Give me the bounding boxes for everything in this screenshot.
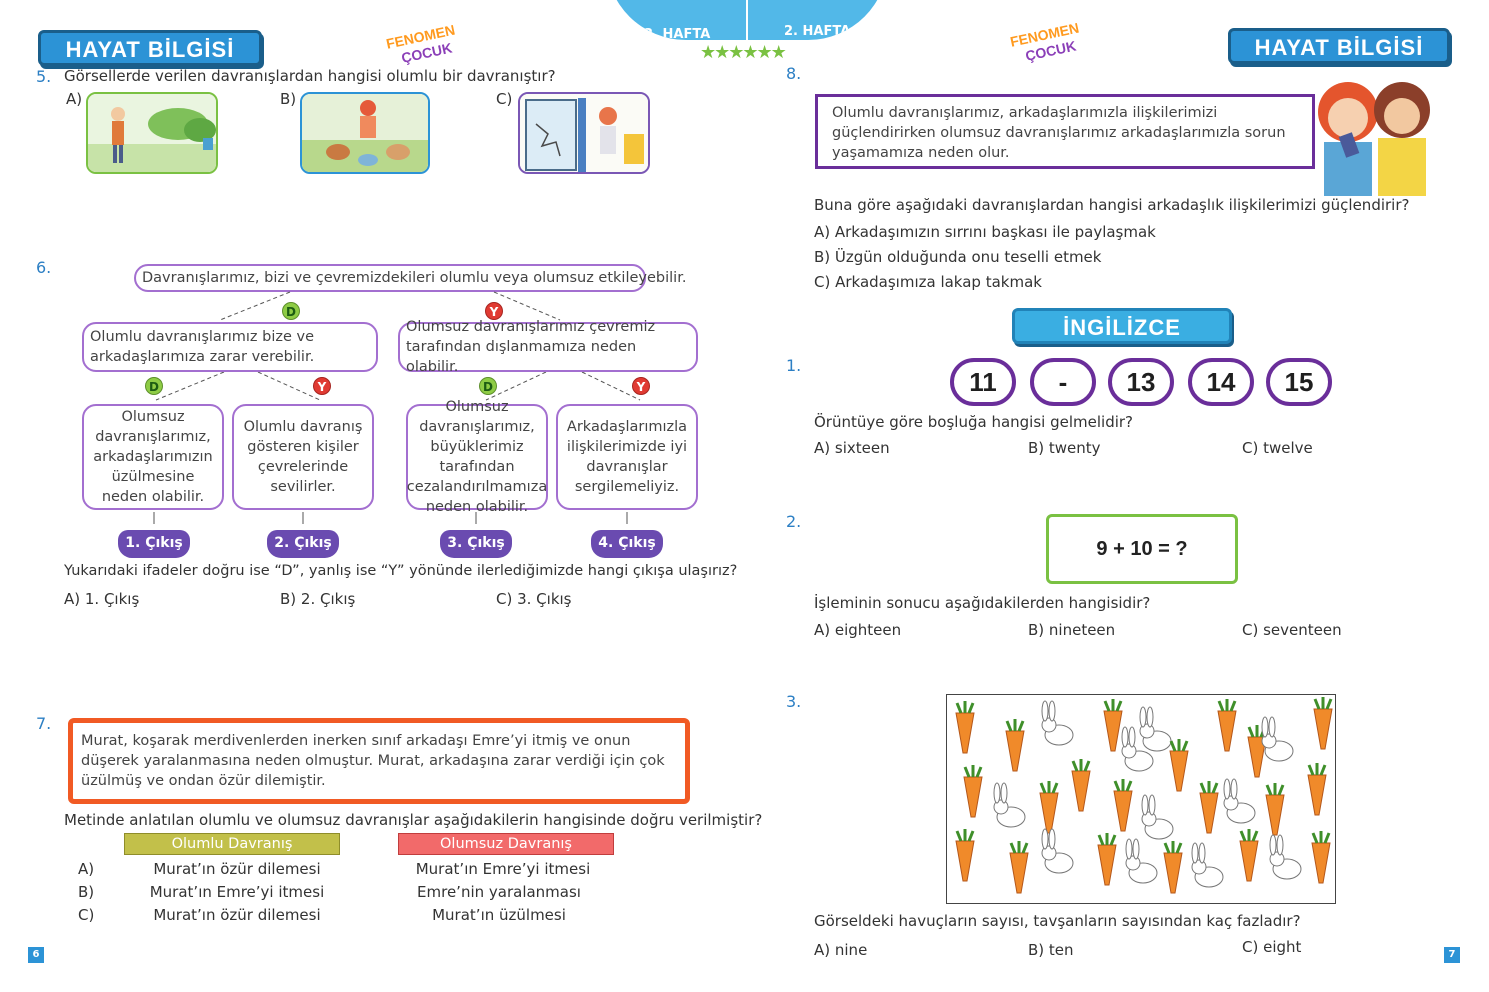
negative-cell: Murat’ın Emre’yi itmesi [415, 860, 591, 878]
positive-cell: Murat’ın Emre’yi itmesi [149, 883, 325, 901]
subject-title-right: HAYAT BİLGİSİ [1254, 35, 1424, 60]
answer-option-c[interactable]: C) eight [1242, 938, 1302, 956]
answer-option-b[interactable]: B) Üzgün olduğunda onu teselli etmek [814, 248, 1102, 266]
flow-leaf-4: Arkadaşlarımızla ilişkilerimizde iyi dav… [556, 404, 698, 510]
passage-text: Murat, koşarak merdivenlerden inerken sı… [81, 733, 665, 789]
sequence-item: 14 [1188, 358, 1254, 406]
subject-title-left: HAYAT BİLGİSİ [65, 37, 235, 62]
page-number-right: 7 [1444, 947, 1460, 963]
sequence-item: 11 [950, 358, 1016, 406]
answer-option-a[interactable]: A) eighteen [814, 621, 902, 639]
stars-decoration: ★★★★★★ [700, 42, 787, 63]
negative-cell: Emre’nin yaralanması [417, 883, 581, 901]
equation-text: 9 + 10 = ? [1096, 538, 1188, 560]
flow-leaf-2: Olumlu davranış gösteren kişiler çevrele… [232, 404, 374, 510]
column-header-label: Olumlu Davranış [171, 836, 293, 852]
question-number: 8. [786, 64, 802, 83]
english-title: İNGİLİZCE [1063, 315, 1181, 340]
question-text: Buna göre aşağıdaki davranışlardan hangi… [814, 196, 1410, 214]
animals-scene-illustration [302, 94, 428, 172]
answer-option-b[interactable]: B) nineteen [1028, 621, 1116, 639]
answer-option-a[interactable]: A) nine [814, 941, 868, 959]
flow-connectors [153, 291, 641, 524]
english-banner: İNGİLİZCE [1012, 308, 1232, 344]
row-label[interactable]: B) [78, 883, 95, 901]
question-text: İşleminin sonucu aşağıdakilerden hangisi… [814, 594, 1151, 612]
flow-leaf-3: Olumsuz davranışlarımız, büyüklerimiz ta… [406, 399, 548, 515]
row-label[interactable]: C) [78, 906, 95, 924]
exit-badge-2: 2. Çıkış [267, 530, 339, 558]
question-text: Metinde anlatılan olumlu ve olumsuz davr… [64, 811, 763, 829]
question-text: Örüntüye göre boşluğa hangisi gelmelidir… [814, 413, 1134, 431]
question-number: 3. [786, 692, 802, 711]
answer-option-b[interactable]: B) 2. Çıkış [280, 590, 356, 608]
row-label[interactable]: A) [78, 860, 95, 878]
option-label: C) [496, 90, 513, 108]
subject-banner-left: HAYAT BİLGİSİ [38, 30, 262, 66]
passage-box: Murat, koşarak merdivenlerden inerken sı… [68, 718, 690, 804]
passage-text: Olumlu davranışlarımız, arkadaşlarımızla… [832, 105, 1286, 161]
column-header-negative: Olumsuz Davranış [398, 833, 614, 855]
carrots-rabbits-image [946, 694, 1336, 904]
flow-root: Davranışlarımız, bizi ve çevremizdekiler… [134, 264, 686, 292]
positive-cell: Murat’ın özür dilemesi [153, 906, 321, 924]
answer-option-b[interactable]: B) ten [1028, 941, 1074, 959]
true-badge: D [282, 302, 300, 320]
subject-banner-right: HAYAT BİLGİSİ [1228, 28, 1450, 64]
answer-option-c[interactable]: C) Arkadaşımıza lakap takmak [814, 273, 1042, 291]
question-number: 2. [786, 512, 802, 531]
option-label: A) [66, 90, 83, 108]
question-number: 7. [36, 714, 52, 733]
carrots-rabbits-illustration [954, 695, 1334, 895]
exit-badge-4: 4. Çıkış [591, 530, 663, 558]
positive-cell: Murat’ın özür dilemesi [153, 860, 321, 878]
flow-node-right: Olumsuz davranışlarımız çevremiz tarafın… [398, 319, 698, 375]
exit-badge-1: 1. Çıkış [118, 530, 190, 558]
sequence-item: 15 [1266, 358, 1332, 406]
question-number: 5. [36, 67, 52, 86]
negative-cell: Murat’ın üzülmesi [432, 906, 566, 924]
question-text: Görseldeki havuçların sayısı, tavşanları… [814, 912, 1301, 930]
false-badge: Y [632, 377, 650, 395]
question-number: 1. [786, 356, 802, 375]
sequence-blank: - [1030, 358, 1096, 406]
true-badge: D [145, 377, 163, 395]
week-tab: 2. HAFTA 2. HAFTA [606, 0, 888, 40]
flow-node-left: Olumlu davranışlarımız bize ve arkadaşla… [82, 322, 378, 372]
passage-box: Olumlu davranışlarımız, arkadaşlarımızla… [815, 94, 1315, 169]
answer-option-c[interactable]: C) twelve [1242, 439, 1313, 457]
brand-logo-right: FENOMEN ÇOCUK [1009, 19, 1090, 74]
window-scene-illustration [520, 94, 648, 172]
week-label-left: 2. HAFTA [644, 27, 711, 40]
column-header-label: Olumsuz Davranış [440, 836, 572, 852]
option-image-c[interactable] [518, 92, 650, 174]
answer-option-b[interactable]: B) twenty [1028, 439, 1101, 457]
question-text: Yukarıdaki ifadeler doğru ise “D”, yanlı… [64, 563, 738, 579]
answer-option-c[interactable]: C) 3. Çıkış [496, 590, 572, 608]
question-text: Görsellerde verilen davranışlardan hangi… [64, 67, 556, 85]
page-number-left: 6 [28, 947, 44, 963]
option-image-a[interactable] [86, 92, 218, 174]
sequence-item: 13 [1108, 358, 1174, 406]
answer-option-c[interactable]: C) seventeen [1242, 621, 1342, 639]
park-scene-illustration [88, 94, 216, 172]
exit-badge-3: 3. Çıkış [440, 530, 512, 558]
week-divider [746, 0, 748, 40]
flow-leaf-1: Olumsuz davranışlarımız, arkadaşlarımızı… [82, 404, 224, 510]
false-badge: Y [313, 377, 331, 395]
option-image-b[interactable] [300, 92, 430, 174]
equation-box: 9 + 10 = ? [1046, 514, 1238, 584]
true-badge: D [479, 377, 497, 395]
column-header-positive: Olumlu Davranış [124, 833, 340, 855]
answer-option-a[interactable]: A) 1. Çıkış [64, 590, 140, 608]
week-label-right: 2. HAFTA [784, 24, 851, 39]
answer-option-a[interactable]: A) Arkadaşımızın sırrını başkası ile pay… [814, 223, 1156, 241]
false-badge: Y [485, 302, 503, 320]
answer-option-a[interactable]: A) sixteen [814, 439, 890, 457]
friends-illustration [1304, 72, 1442, 196]
option-label: B) [280, 90, 297, 108]
question-number: 6. [36, 258, 52, 277]
